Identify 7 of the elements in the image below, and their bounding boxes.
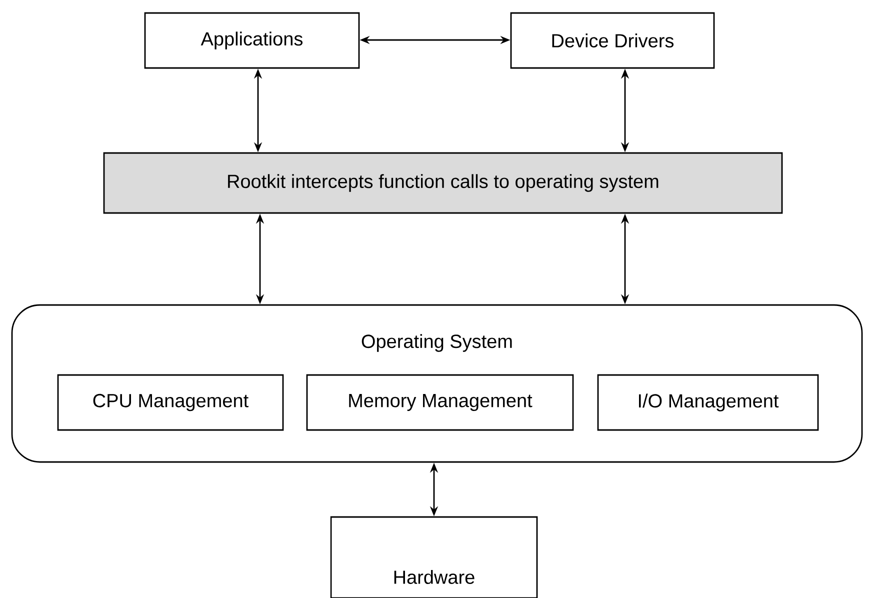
process-box: CPU Management [57,374,284,431]
process-box: Applications [144,12,360,69]
process-box: Hardware [330,516,538,598]
process-box: Device Drivers [510,12,715,69]
rootkit-band: Rootkit intercepts function calls to operating system [103,152,783,214]
process-box: Memory Management [306,374,574,431]
process-box: I/O Management [597,374,819,431]
